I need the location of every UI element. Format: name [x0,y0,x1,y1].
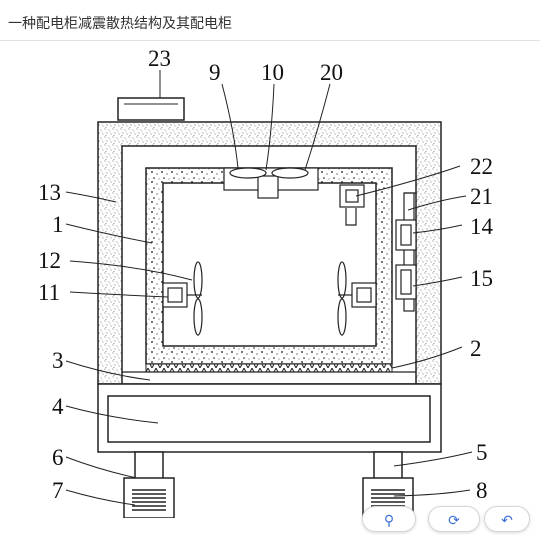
label-2: 2 [470,336,482,361]
label-22: 22 [470,154,493,179]
left-fan [162,261,203,336]
label-15: 15 [470,266,493,291]
title-bar: 一种配电柜减震散热结构及其配电柜 [0,0,540,41]
label-21: 21 [470,184,493,209]
label-12: 12 [38,248,61,273]
rotate-icon: ⟳ [448,513,460,529]
springs [132,489,405,511]
rotate-button[interactable]: ⟳ [428,506,480,532]
label-5: 5 [476,440,488,465]
side-devices [395,192,417,312]
base-cabinet [97,383,442,453]
zoom-button[interactable]: ⚲ [362,506,416,532]
label-9: 9 [209,60,221,85]
hatch-plate [145,363,393,373]
patent-diagram: 23 9 10 20 22 13 21 1 14 12 15 11 2 3 4 … [38,46,494,518]
label-4: 4 [52,394,64,419]
callout-labels: 23 9 10 20 22 13 21 1 14 12 15 11 2 3 4 … [38,46,494,503]
undo-button[interactable]: ↶ [484,506,530,532]
top-fan [223,167,319,199]
label-1: 1 [52,212,64,237]
label-20: 20 [320,60,343,85]
leader-lines [65,70,473,506]
label-13: 13 [38,180,61,205]
label-6: 6 [52,445,64,470]
zoom-icon: ⚲ [383,513,395,529]
label-11: 11 [38,280,60,305]
label-3: 3 [52,348,64,373]
label-8: 8 [476,478,488,503]
label-10: 10 [261,60,284,85]
module-22 [339,184,365,226]
label-23: 23 [148,46,171,71]
right-fan [337,261,377,336]
page-title: 一种配电柜减震散热结构及其配电柜 [8,16,232,32]
label-7: 7 [52,478,64,503]
label-14: 14 [470,214,494,239]
top-block [117,97,185,121]
undo-icon: ↶ [501,513,513,529]
